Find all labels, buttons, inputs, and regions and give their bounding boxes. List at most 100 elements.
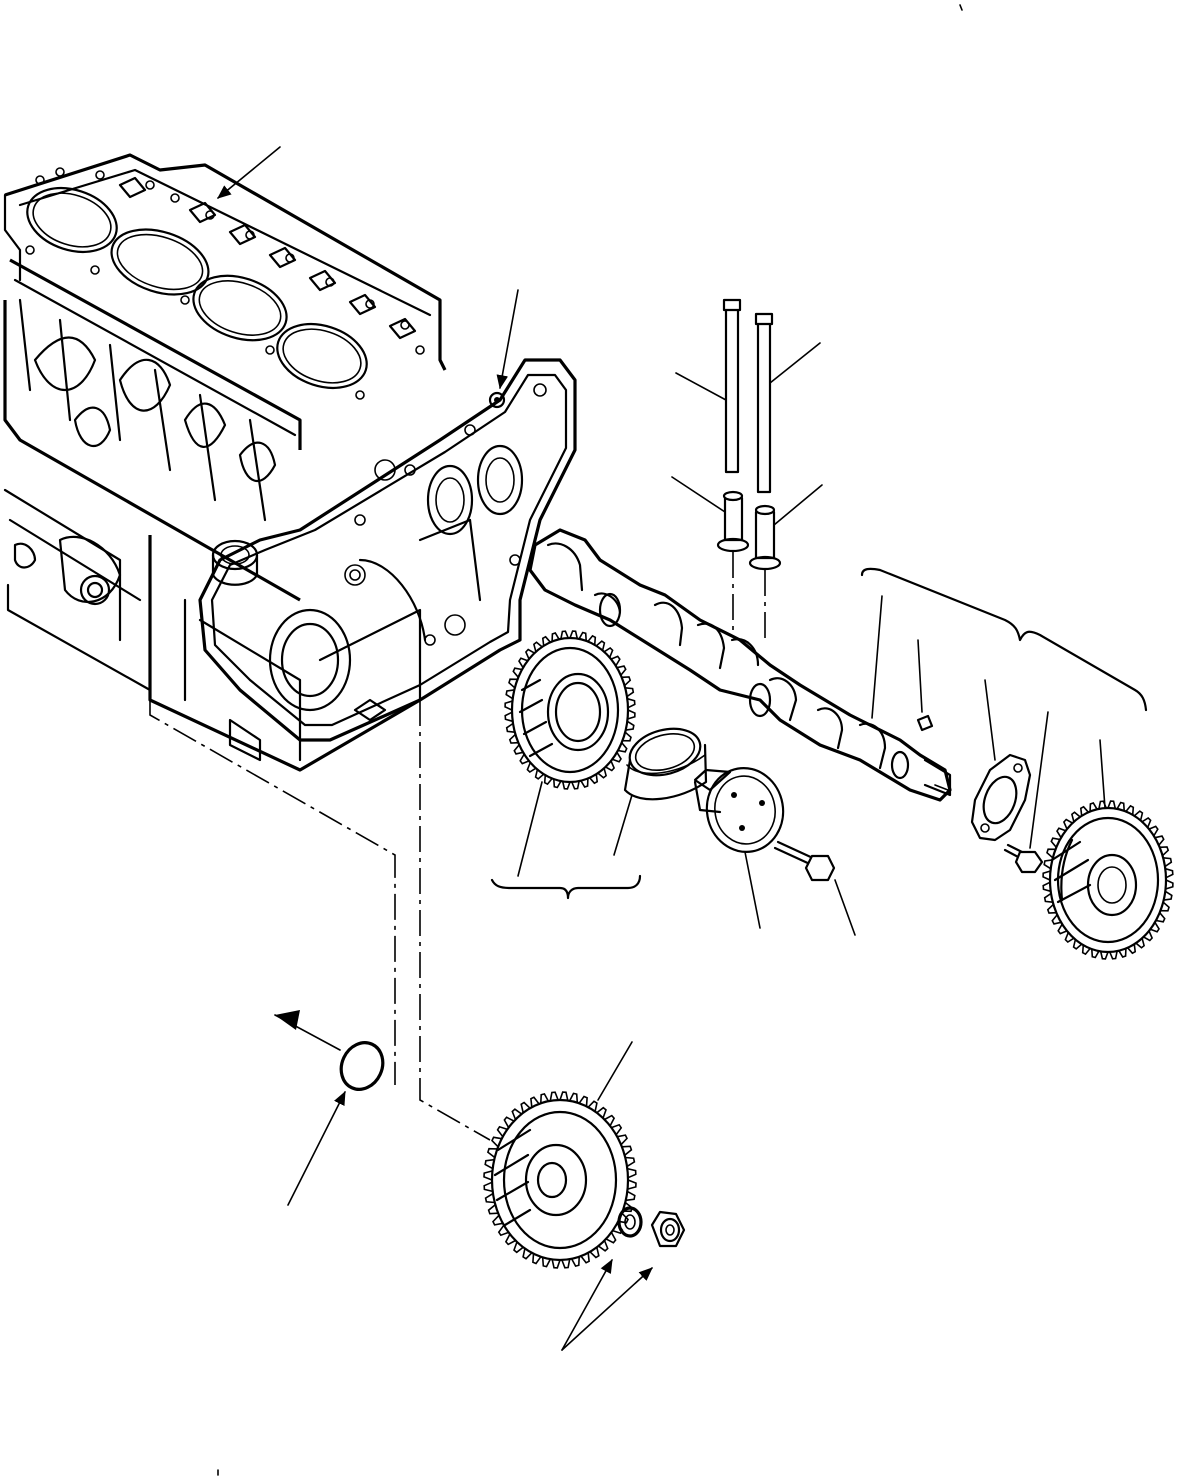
- gear-tooth: [1149, 921, 1160, 933]
- camshaft-gear: [1042, 739, 1174, 960]
- camshaft: [528, 528, 952, 802]
- gear-tooth: [551, 1258, 561, 1269]
- gear-tooth: [1062, 818, 1074, 830]
- gear-tooth: [1050, 837, 1061, 849]
- gear-tooth: [532, 641, 543, 653]
- gear-tooth: [503, 1116, 515, 1129]
- gear-tooth: [561, 780, 571, 790]
- idler-bushing: [613, 727, 708, 856]
- gear-tooth: [487, 1203, 499, 1215]
- gear-tooth: [595, 640, 606, 652]
- gear-tooth: [534, 768, 545, 780]
- gear-tooth: [568, 1092, 579, 1104]
- gear-tooth: [626, 697, 636, 709]
- gear-tooth: [483, 1181, 494, 1193]
- gear-tooth: [526, 761, 537, 774]
- nut: [650, 1210, 686, 1248]
- gear-tooth: [540, 1092, 550, 1104]
- gear-tooth: [588, 773, 599, 785]
- gear-tooth: [513, 1241, 524, 1254]
- gear-tooth: [520, 1101, 531, 1114]
- gear-tooth: [621, 731, 632, 742]
- gear-tooth: [508, 733, 520, 744]
- gear-tooth: [508, 678, 519, 689]
- gear-tooth: [549, 1091, 559, 1102]
- o-ring: [274, 1010, 385, 1206]
- gear-tooth: [587, 634, 597, 646]
- gear-tooth: [492, 1214, 504, 1226]
- gear-tooth: [1064, 931, 1075, 944]
- gear-tooth: [589, 1246, 600, 1259]
- gear-tooth: [1043, 859, 1054, 870]
- gear-tooth: [560, 630, 569, 640]
- leader-arrow-lock-washer: [561, 1258, 613, 1351]
- gear-tooth: [1116, 801, 1125, 812]
- gear-tooth: [604, 760, 616, 772]
- gear-tooth: [1070, 811, 1081, 823]
- idler-shaft: [693, 767, 785, 929]
- gear-tooth: [571, 780, 580, 790]
- push-rods: [675, 298, 821, 494]
- gear-tooth: [587, 1100, 598, 1113]
- gear-tooth: [1125, 804, 1135, 816]
- gear-tooth: [621, 1145, 633, 1157]
- gear-tooth: [484, 1158, 495, 1170]
- gear-tooth: [1141, 816, 1152, 829]
- gear-tooth: [1089, 802, 1098, 813]
- gear-tooth: [483, 1170, 494, 1181]
- leader-arrow-cylinder-block: [217, 146, 281, 199]
- gear-tooth: [1081, 944, 1091, 956]
- gear-tooth: [522, 1247, 533, 1260]
- gear-tooth: [624, 1156, 636, 1168]
- gear-tooth: [1091, 948, 1100, 959]
- gear-tooth: [1133, 810, 1144, 822]
- gear-tooth: [578, 631, 587, 642]
- front-plate: [198, 358, 577, 742]
- lock-washer: [617, 1206, 643, 1238]
- gear-tooth: [603, 646, 614, 659]
- gear-tooth: [611, 751, 622, 763]
- gear-tooth: [1162, 857, 1173, 868]
- gear-tooth: [580, 1252, 590, 1264]
- leader-arrow-front-plate-bolt: [496, 289, 519, 390]
- gear-tooth: [505, 722, 516, 733]
- gear-tooth: [1057, 923, 1068, 935]
- group-brace-idler: [490, 874, 642, 900]
- gear-tooth: [597, 767, 608, 779]
- gear-tooth: [497, 1224, 510, 1237]
- gear-tooth: [1042, 870, 1052, 881]
- gear-tooth: [1051, 913, 1062, 925]
- gear-tooth: [596, 1106, 607, 1119]
- gear-tooth: [569, 630, 579, 640]
- gear-tooth: [1099, 950, 1109, 960]
- gear-tooth: [504, 700, 514, 711]
- gear-tooth: [541, 1256, 552, 1268]
- thrust-plate-bolt: [1003, 711, 1049, 874]
- gear-tooth: [541, 635, 552, 647]
- gear-tooth: [1164, 879, 1174, 890]
- gear-tooth: [1159, 901, 1170, 912]
- camshaft-key: [916, 639, 934, 732]
- gear-tooth: [518, 657, 529, 669]
- gear-tooth: [626, 1179, 637, 1190]
- idler-shaft-bolt: [773, 840, 856, 936]
- gear-tooth: [561, 1258, 571, 1269]
- gear-tooth: [1109, 950, 1118, 960]
- gear-tooth: [505, 689, 516, 700]
- gear-tooth: [616, 1134, 628, 1146]
- gear-tooth: [1072, 938, 1083, 950]
- leader-arrow-nut: [561, 1267, 653, 1351]
- gear-tooth: [1118, 947, 1127, 958]
- gear-tooth: [1107, 800, 1117, 810]
- gear-tooth: [617, 741, 628, 753]
- gear-tooth: [504, 1233, 517, 1246]
- gear-tooth: [626, 1167, 637, 1179]
- gear-tooth: [578, 1095, 588, 1108]
- gear-tooth: [597, 1239, 609, 1252]
- gear-tooth: [553, 778, 562, 789]
- gear-tooth: [617, 1212, 629, 1224]
- gear-tooth: [551, 632, 560, 643]
- gear-tooth: [1158, 846, 1170, 857]
- gear-tooth: [486, 1147, 499, 1159]
- gear-tooth: [1046, 903, 1058, 914]
